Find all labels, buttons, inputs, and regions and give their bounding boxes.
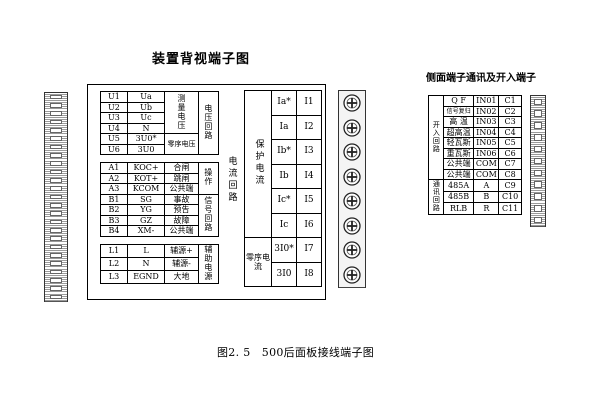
zero-seq-current-label: 零序电流 <box>244 237 272 287</box>
screw-terminal <box>339 213 365 239</box>
signal-loop-label: 信号回路 <box>203 196 213 232</box>
terminal-slot <box>531 214 545 227</box>
protect-current-label: 保护电流 <box>253 139 264 187</box>
screw-head-icon <box>343 168 361 186</box>
table-row: U1 Ua 测量电压 电压回路 <box>100 91 220 155</box>
zero-seq-voltage-label: 零序电压 <box>164 133 199 155</box>
table-row: Ic*I5 <box>245 188 322 214</box>
screw-terminal <box>339 262 365 288</box>
screw-terminal <box>339 140 365 166</box>
operation-label: 操作 <box>203 168 213 187</box>
voltage-loop-label: 电压回路 <box>203 104 213 140</box>
diagram-title: 装置背视端子图 <box>152 52 251 67</box>
table-row: 开入回路 Q F IN01 C1 <box>428 95 522 180</box>
figure-caption: 图2. 5 500后面板接线端子图 <box>217 346 375 359</box>
current-screw-terminals <box>338 90 366 288</box>
measure-voltage-label: 测量电压 <box>176 93 186 130</box>
current-loop-label: 电流回路 <box>226 156 237 204</box>
terminal-slot <box>45 292 67 302</box>
binary-input-loop-label: 开入回路 <box>432 120 441 153</box>
screw-head-icon <box>343 119 361 137</box>
table-row: 零序电流 3I0*I7 <box>244 237 322 287</box>
side-terminal-title: 侧面端子通讯及开入端子 <box>426 73 536 84</box>
screw-terminal <box>339 91 365 117</box>
screw-head-icon <box>343 192 361 210</box>
screw-head-icon <box>343 217 361 235</box>
screw-terminal <box>339 238 365 264</box>
screw-terminal <box>339 189 365 215</box>
table-row: 保护电流 Ia* I1 <box>244 90 322 238</box>
left-terminal-strip <box>44 92 68 302</box>
screw-terminal <box>339 164 365 190</box>
aux-power-label: 辅助电源 <box>203 244 213 281</box>
screw-terminal <box>339 115 365 141</box>
back-panel-outline <box>87 84 326 300</box>
screw-head-icon <box>343 143 361 161</box>
screw-head-icon <box>343 266 361 284</box>
comm-loop-label: 通讯回路 <box>432 180 441 212</box>
screw-head-icon <box>343 241 361 259</box>
right-terminal-strip <box>530 95 546 227</box>
current-loop-label-box: 电流回路 <box>222 130 242 230</box>
screw-head-icon <box>343 94 361 112</box>
